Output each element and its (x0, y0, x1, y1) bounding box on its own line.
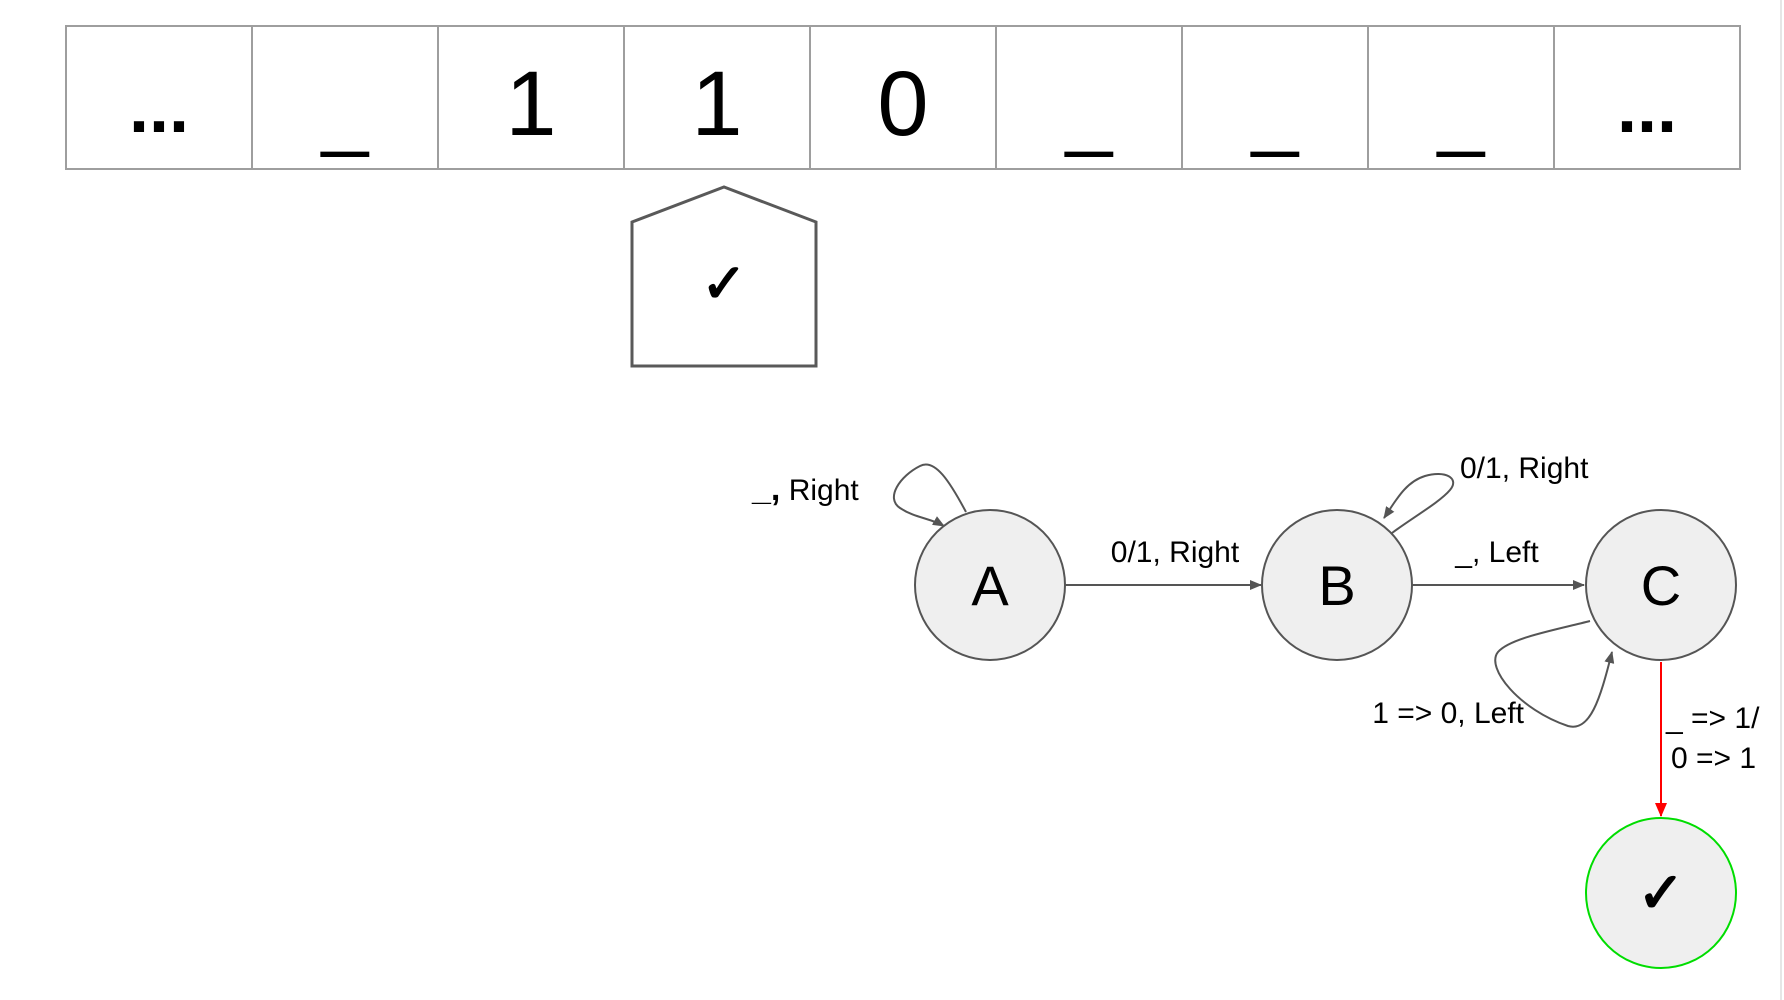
state-c-label: C (1641, 554, 1681, 617)
tape-cell-border (65, 25, 253, 170)
edge-c-to-accept-label-line2: 0 => 1 (1671, 742, 1756, 775)
tape-cell: ... (1553, 25, 1741, 170)
state-a-label: A (971, 554, 1009, 617)
state-a-circle (914, 509, 1066, 661)
tape-cell: ... (65, 25, 253, 170)
state-accept[interactable]: ✓ (1585, 817, 1737, 969)
state-accept-circle (1585, 817, 1737, 969)
tape-cell-border (623, 25, 811, 170)
tape-cell-border (809, 25, 997, 170)
tape-cell-symbol: 1 (691, 53, 742, 155)
edge-b-loop-label: 0/1, Right (1460, 452, 1589, 485)
state-b[interactable]: B (1261, 509, 1413, 661)
tape-cell: _ (1367, 25, 1555, 170)
tape-cell-symbol: _ (320, 64, 370, 158)
tape-cell-border (1181, 25, 1369, 170)
edge-b-loop (1383, 472, 1455, 534)
edge-b-to-c-label: _, Left (1454, 536, 1539, 569)
tape-cell-symbol: _ (1250, 64, 1300, 158)
tape-cell-border (1367, 25, 1555, 170)
state-c-circle (1585, 509, 1737, 661)
edge-c-loop (1494, 620, 1615, 728)
edge-a-loop (893, 463, 967, 527)
tape: ... _ 1 1 0 _ _ _... (65, 25, 1741, 170)
tape-cell-border (437, 25, 625, 170)
edge-a-loop-label: _, Right (751, 470, 859, 508)
tape-head-shape (630, 185, 818, 368)
tape-cell: 1 (623, 25, 811, 170)
tape-head: ✓ (630, 185, 818, 368)
tape-and-head: ... _ 1 1 0 _ _ _... ✓ (65, 25, 1741, 368)
tape-cell-symbol: _ (1064, 64, 1114, 158)
state-a[interactable]: A (914, 509, 1066, 661)
tape-cell-symbol: 1 (505, 53, 556, 155)
state-b-label: B (1318, 554, 1355, 617)
tape-cell: _ (995, 25, 1183, 170)
tape-cell: _ (1181, 25, 1369, 170)
tape-cell: 0 (809, 25, 997, 170)
tape-cell-symbol: 0 (877, 53, 928, 155)
tape-cell-symbol: ... (129, 68, 189, 148)
right-edge-line (1780, 0, 1782, 1000)
state-c[interactable]: C (1585, 509, 1737, 661)
tape-cell: 1 (437, 25, 625, 170)
edge-a-to-b-label: 0/1, Right (1111, 536, 1240, 569)
edge-a-loop-label-rest: Right (780, 474, 859, 507)
tape-cell-symbol: _ (1436, 64, 1486, 158)
edge-c-loop-label: 1 => 0, Left (1372, 697, 1524, 730)
state-accept-label: ✓ (1638, 861, 1685, 924)
tape-head-symbol: ✓ (701, 254, 746, 314)
tape-cell-border (995, 25, 1183, 170)
edge-c-to-accept-label-line1: _ => 1/ (1665, 702, 1760, 735)
tape-cell-symbol: ... (1617, 68, 1677, 148)
edge-a-loop-label-blank: _, (751, 470, 780, 508)
tape-cell-border (1553, 25, 1741, 170)
state-b-circle (1261, 509, 1413, 661)
